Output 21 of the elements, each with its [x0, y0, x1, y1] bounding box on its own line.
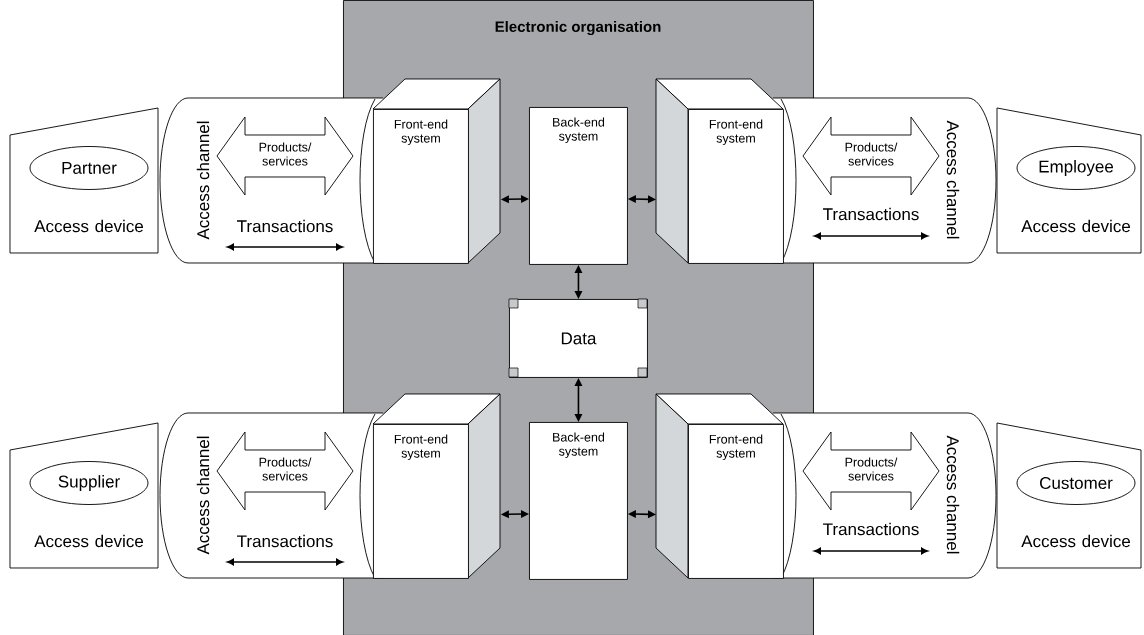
- back-end-box: Back-end system: [529, 107, 628, 265]
- front-end-box: Front-end system: [372, 78, 501, 264]
- node-label: Access channel: [196, 121, 210, 240]
- arrow: [500, 510, 529, 519]
- node-label: Access channel: [946, 435, 960, 554]
- back-end-box: Back-end system: [529, 422, 628, 580]
- node-label: Access channel: [946, 120, 960, 239]
- transactions-label: Transactions: [237, 534, 333, 548]
- transactions-label: Transactions: [823, 207, 919, 221]
- arrow: [627, 195, 656, 204]
- front-end-box: Front-end system: [655, 393, 784, 579]
- data-store: Data: [508, 298, 648, 378]
- front-end-box: Front-end system: [372, 393, 501, 579]
- arrow: [574, 264, 583, 299]
- transactions-label: Transactions: [823, 522, 919, 536]
- front-end-box: Front-end system: [655, 78, 784, 264]
- arrow: [574, 377, 583, 422]
- node-label: Access channel: [196, 436, 210, 555]
- arrow: [627, 510, 656, 519]
- transactions-label: Transactions: [237, 219, 333, 233]
- arrow: [500, 195, 529, 204]
